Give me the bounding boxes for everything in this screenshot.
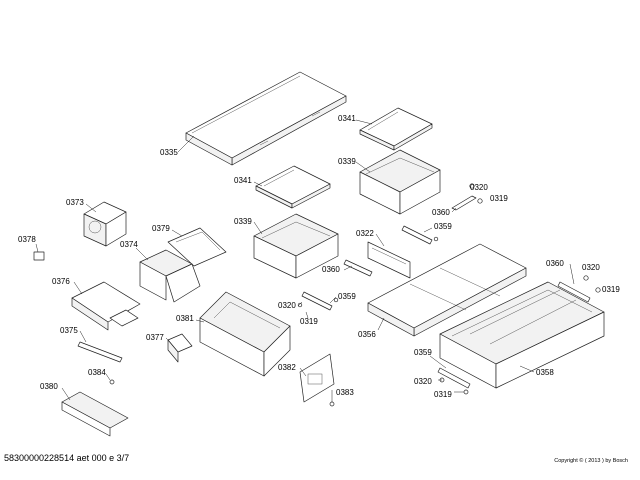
callout-0341: 0341 xyxy=(234,176,252,185)
callout-0320: 0320 xyxy=(278,301,296,310)
callout-0373: 0373 xyxy=(66,198,84,207)
part-0377-switch xyxy=(167,333,193,363)
callout-0319: 0319 xyxy=(490,194,508,203)
callout-0359: 0359 xyxy=(414,348,432,357)
part-0373-fan-module xyxy=(83,201,127,247)
part-0339-drawer-upper xyxy=(359,149,441,215)
part-0374-housing xyxy=(139,249,201,303)
callout-0377: 0377 xyxy=(146,333,164,342)
part-0384-screw xyxy=(109,379,115,385)
callout-0320: 0320 xyxy=(414,377,432,386)
callout-0320: 0320 xyxy=(582,263,600,272)
part-0360-rail-right xyxy=(557,275,601,303)
part-0379-bracket xyxy=(167,227,227,267)
part-0359-rail-a xyxy=(401,225,439,245)
callout-0322: 0322 xyxy=(356,229,374,238)
callout-0360: 0360 xyxy=(546,259,564,268)
callout-0381: 0381 xyxy=(176,314,194,323)
part-0383-clip xyxy=(329,401,335,407)
part-0376-motor-assembly xyxy=(71,281,141,331)
part-0341-lid-upper xyxy=(359,107,433,151)
part-rail-upper-right xyxy=(451,183,483,211)
callout-0319: 0319 xyxy=(434,390,452,399)
part-0382-panel xyxy=(299,353,335,403)
callout-0358: 0358 xyxy=(536,368,554,377)
part-0378-connector xyxy=(33,251,45,261)
callout-labels: 0335 0341 0339 0341 0339 0320 0319 0360 … xyxy=(18,114,620,399)
part-0359-rail-b xyxy=(297,291,339,311)
part-0375-rail xyxy=(77,341,123,363)
callout-0356: 0356 xyxy=(358,330,376,339)
part-0380-tray xyxy=(61,391,129,437)
callout-0359: 0359 xyxy=(434,222,452,231)
part-0339-drawer-middle xyxy=(253,213,339,279)
callout-0378: 0378 xyxy=(18,235,36,244)
callout-0339: 0339 xyxy=(338,157,356,166)
part-0322-divider xyxy=(367,241,411,279)
copyright-notice: Copyright © ( 2013 ) by Bosch xyxy=(554,458,628,464)
callout-0384: 0384 xyxy=(88,368,106,377)
part-0359-rail-lower xyxy=(437,367,471,395)
callout-0320: 0320 xyxy=(470,183,488,192)
callout-0359: 0359 xyxy=(338,292,356,301)
part-0360-rail-left xyxy=(343,259,373,277)
callout-0360: 0360 xyxy=(432,208,450,217)
callout-0374: 0374 xyxy=(120,240,138,249)
part-0358-crisper-drawer xyxy=(439,281,605,389)
callout-0319: 0319 xyxy=(602,285,620,294)
callout-0335: 0335 xyxy=(160,148,178,157)
part-0381-duct-box xyxy=(199,291,291,377)
callout-0380: 0380 xyxy=(40,382,58,391)
callout-0319: 0319 xyxy=(300,317,318,326)
callout-0382: 0382 xyxy=(278,363,296,372)
part-0356-cover xyxy=(367,243,527,337)
callout-0375: 0375 xyxy=(60,326,78,335)
leader-lines xyxy=(35,119,575,402)
callout-0376: 0376 xyxy=(52,277,70,286)
document-id: 58300000228514 aet 000 e 3/7 xyxy=(4,453,130,463)
callout-0339: 0339 xyxy=(234,217,252,226)
callout-0341: 0341 xyxy=(338,114,356,123)
callout-0383: 0383 xyxy=(336,388,354,397)
callout-0379: 0379 xyxy=(152,224,170,233)
callout-0360: 0360 xyxy=(322,265,340,274)
part-0335-shelf xyxy=(185,71,347,166)
part-0341-lid-middle xyxy=(255,165,331,209)
